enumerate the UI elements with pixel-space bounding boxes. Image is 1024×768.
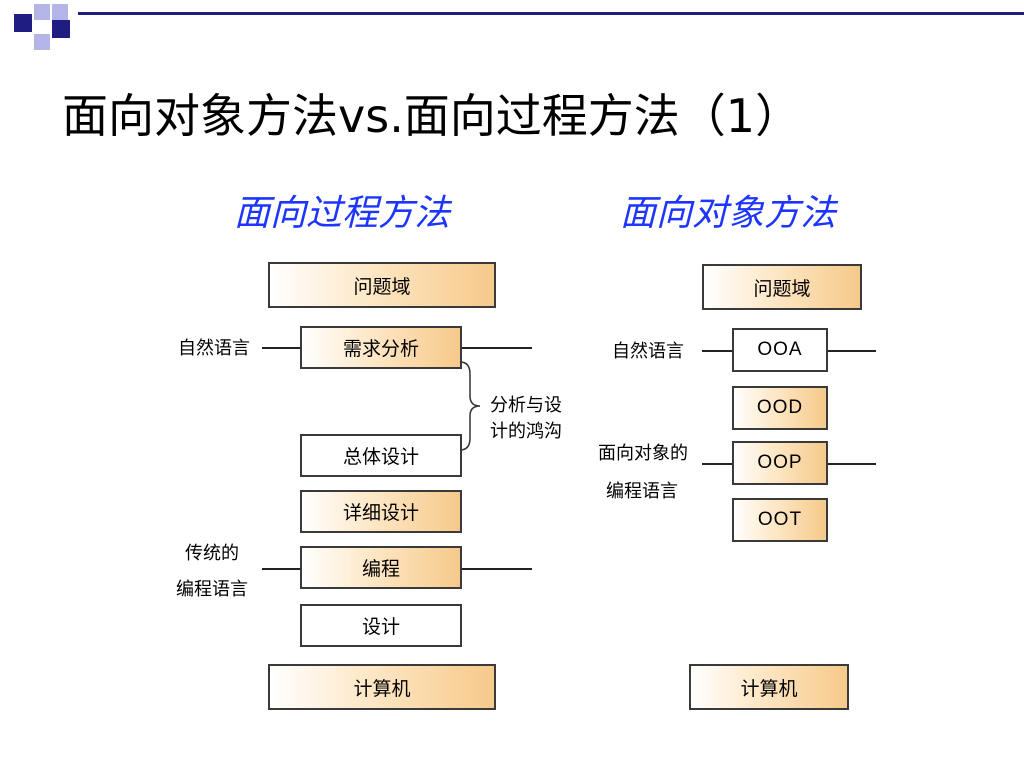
proc-overall-design-box: 总体设计 — [300, 434, 462, 477]
proc-detailed-design-box: 详细设计 — [300, 490, 462, 533]
corner-square-navy-1 — [14, 14, 32, 32]
slide-title: 面向对象方法vs.面向过程方法（1） — [62, 89, 802, 143]
corner-square-light-1 — [34, 4, 50, 20]
oo-oop-box: OOP — [732, 441, 828, 485]
proc-requirements-right-line — [462, 347, 532, 349]
oo-lang-label-line1: 面向对象的 — [598, 443, 688, 464]
proc-programming-box: 编程 — [300, 546, 462, 589]
oo-ooa-box: OOA — [732, 328, 828, 372]
proc-traditional-label-line2: 编程语言 — [176, 579, 248, 600]
oo-natural-language-line — [702, 350, 732, 352]
oo-lang-line — [702, 463, 732, 465]
corner-square-navy-2 — [52, 20, 70, 38]
proc-natural-language-line — [262, 347, 300, 349]
oo-oop-right-line — [828, 463, 876, 465]
gap-label-line1: 分析与设 — [490, 395, 562, 416]
oo-oot-box: OOT — [732, 498, 828, 542]
corner-square-light-3 — [34, 34, 50, 50]
proc-natural-language-label: 自然语言 — [178, 338, 250, 359]
proc-design-box: 设计 — [300, 604, 462, 647]
gap-brace-icon — [459, 361, 481, 451]
oo-ooa-right-line — [828, 350, 876, 352]
oo-lang-label-line2: 编程语言 — [606, 481, 678, 502]
oo-natural-language-label: 自然语言 — [612, 341, 684, 362]
proc-problem-domain-box: 问题域 — [268, 262, 496, 308]
proc-requirements-analysis-box: 需求分析 — [300, 326, 462, 369]
oo-problem-domain-box: 问题域 — [702, 264, 862, 310]
corner-square-light-2 — [52, 4, 68, 20]
oo-computer-box: 计算机 — [689, 664, 849, 710]
header-divider-line — [78, 12, 1024, 15]
proc-programming-right-line — [462, 568, 532, 570]
proc-computer-box: 计算机 — [268, 664, 496, 710]
proc-traditional-label-line1: 传统的 — [185, 543, 239, 564]
proc-traditional-lang-line — [262, 568, 300, 570]
object-oriented-heading: 面向对象方法 — [620, 193, 837, 234]
oo-ood-box: OOD — [732, 386, 828, 430]
procedural-heading: 面向过程方法 — [234, 193, 451, 234]
gap-label-line2: 计的鸿沟 — [490, 421, 562, 442]
